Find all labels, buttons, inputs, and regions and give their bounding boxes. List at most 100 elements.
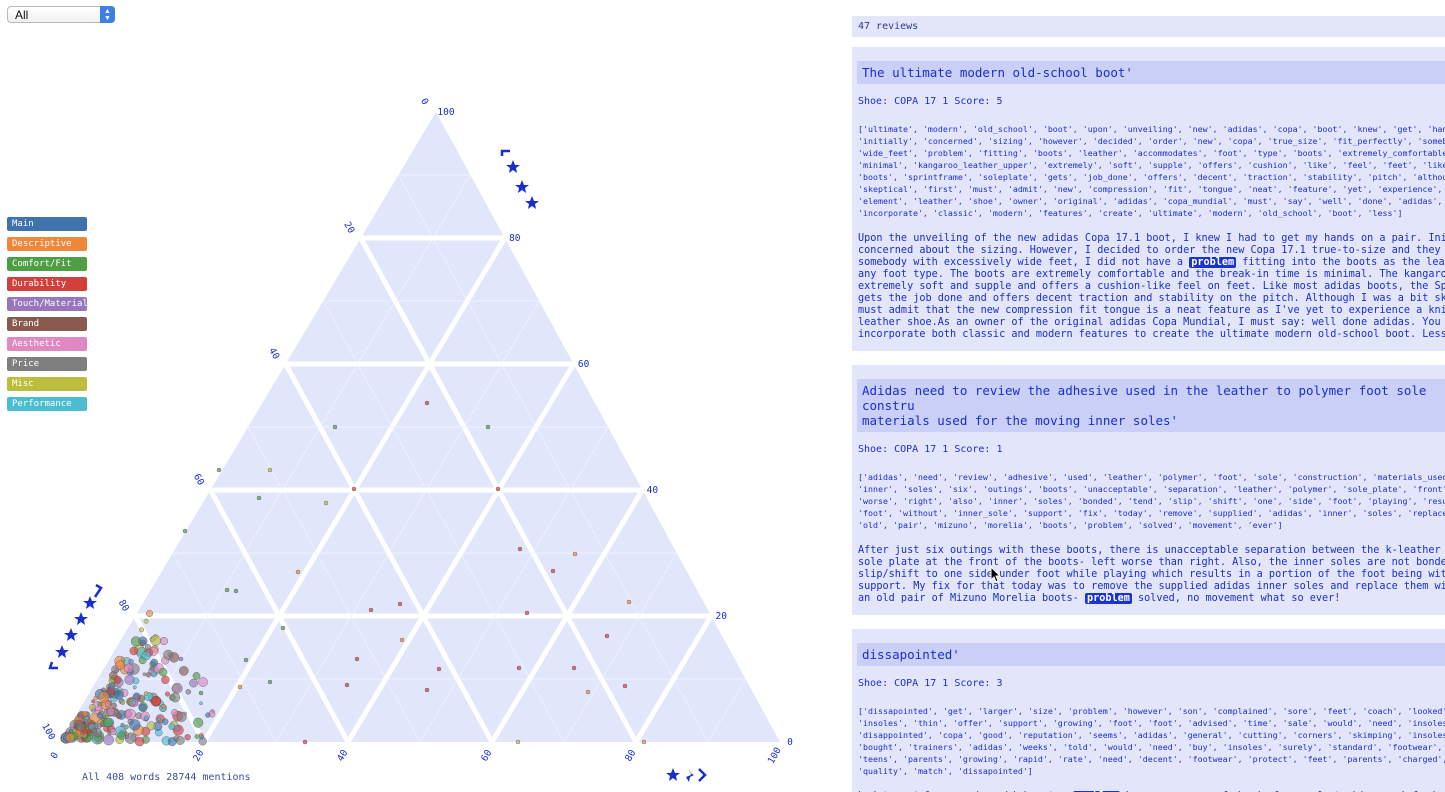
word-point[interactable] [516, 665, 522, 671]
word-point[interactable] [158, 667, 168, 677]
word-point[interactable] [150, 635, 161, 646]
word-point[interactable] [98, 691, 110, 703]
word-point[interactable] [436, 666, 442, 672]
word-point[interactable] [164, 691, 170, 697]
word-point[interactable] [626, 599, 632, 605]
word-point[interactable] [159, 637, 168, 646]
word-point[interactable] [150, 658, 158, 667]
word-point[interactable] [124, 708, 136, 721]
word-point[interactable] [424, 400, 430, 406]
legend-item-performance[interactable]: Performance [7, 397, 87, 411]
word-point[interactable] [194, 734, 200, 739]
legend-item-comfort-fit[interactable]: Comfort/Fit [7, 257, 87, 271]
word-point[interactable] [97, 701, 102, 707]
legend-item-aesthetic[interactable]: Aesthetic [7, 337, 87, 351]
word-point[interactable] [124, 724, 129, 730]
word-point[interactable] [161, 718, 169, 726]
word-point[interactable] [323, 500, 329, 506]
word-point[interactable] [199, 732, 204, 737]
word-point[interactable] [82, 711, 89, 718]
legend-item-misc[interactable]: Misc [7, 377, 87, 391]
word-point[interactable] [224, 587, 230, 593]
word-point[interactable] [184, 734, 191, 741]
word-point[interactable] [117, 731, 126, 740]
legend-item-durability[interactable]: Durability [7, 277, 87, 291]
word-point[interactable] [198, 677, 208, 687]
review-title[interactable]: dissapointed' [857, 643, 1445, 666]
word-point[interactable] [120, 722, 125, 728]
word-point[interactable] [302, 739, 308, 745]
word-point[interactable] [424, 687, 430, 693]
word-point[interactable] [132, 685, 137, 690]
legend-item-descriptive[interactable]: Descriptive [7, 237, 87, 251]
word-point[interactable] [128, 658, 134, 665]
word-point[interactable] [130, 636, 141, 647]
word-point[interactable] [351, 486, 357, 492]
word-point[interactable] [111, 702, 117, 709]
legend-item-brand[interactable]: Brand [7, 317, 87, 331]
word-point[interactable] [267, 467, 273, 473]
word-point[interactable] [572, 551, 578, 557]
reviews-panel[interactable]: 47 reviews The ultimate modern old-schoo… [852, 16, 1445, 792]
word-point[interactable] [151, 696, 161, 707]
legend-item-price[interactable]: Price [7, 357, 87, 371]
word-point[interactable] [84, 719, 89, 723]
word-point[interactable] [138, 703, 147, 712]
word-point[interactable] [515, 739, 521, 745]
word-point[interactable] [141, 650, 151, 661]
word-point[interactable] [76, 722, 85, 731]
word-point[interactable] [134, 736, 145, 747]
word-point[interactable] [142, 672, 147, 676]
word-point[interactable] [585, 689, 591, 695]
word-point[interactable] [130, 700, 137, 706]
word-point[interactable] [571, 665, 577, 671]
word-point[interactable] [124, 734, 130, 739]
word-point[interactable] [368, 607, 374, 613]
word-point[interactable] [129, 719, 141, 731]
word-point[interactable] [114, 689, 124, 700]
word-point[interactable] [170, 692, 181, 703]
word-point[interactable] [115, 660, 125, 670]
word-point[interactable] [622, 683, 628, 689]
word-point[interactable] [106, 707, 116, 716]
word-point[interactable] [160, 703, 166, 709]
word-point[interactable] [123, 663, 134, 673]
word-point[interactable] [163, 649, 174, 660]
word-point[interactable] [89, 704, 96, 711]
word-point[interactable] [178, 666, 189, 676]
word-point[interactable] [137, 694, 146, 703]
review-title[interactable]: The ultimate modern old-school boot' [857, 61, 1445, 84]
word-point[interactable] [185, 689, 192, 695]
word-point[interactable] [103, 734, 114, 746]
word-point[interactable] [150, 666, 155, 671]
word-point[interactable] [93, 696, 98, 701]
word-point[interactable] [102, 717, 113, 728]
word-point[interactable] [145, 672, 151, 678]
word-point[interactable] [157, 717, 162, 722]
word-point[interactable] [344, 682, 350, 688]
word-point[interactable] [113, 675, 122, 684]
word-point[interactable] [280, 625, 286, 631]
word-point[interactable] [216, 467, 222, 473]
word-point[interactable] [138, 627, 144, 633]
word-point[interactable] [150, 671, 157, 678]
word-point[interactable] [143, 618, 149, 624]
word-point[interactable] [198, 690, 204, 696]
word-point[interactable] [129, 646, 139, 656]
word-point[interactable] [193, 717, 204, 728]
word-point[interactable] [178, 656, 184, 662]
word-point[interactable] [161, 675, 170, 684]
word-point[interactable] [91, 699, 95, 704]
word-point[interactable] [109, 728, 117, 736]
word-point[interactable] [107, 682, 116, 691]
word-point[interactable] [167, 737, 177, 747]
word-point[interactable] [65, 732, 75, 743]
legend-item-main[interactable]: Main [7, 217, 87, 231]
word-point[interactable] [295, 569, 301, 575]
word-point[interactable] [182, 528, 188, 534]
word-point[interactable] [267, 679, 273, 685]
word-point[interactable] [146, 721, 156, 731]
word-point[interactable] [176, 711, 187, 722]
word-point[interactable] [145, 644, 152, 651]
